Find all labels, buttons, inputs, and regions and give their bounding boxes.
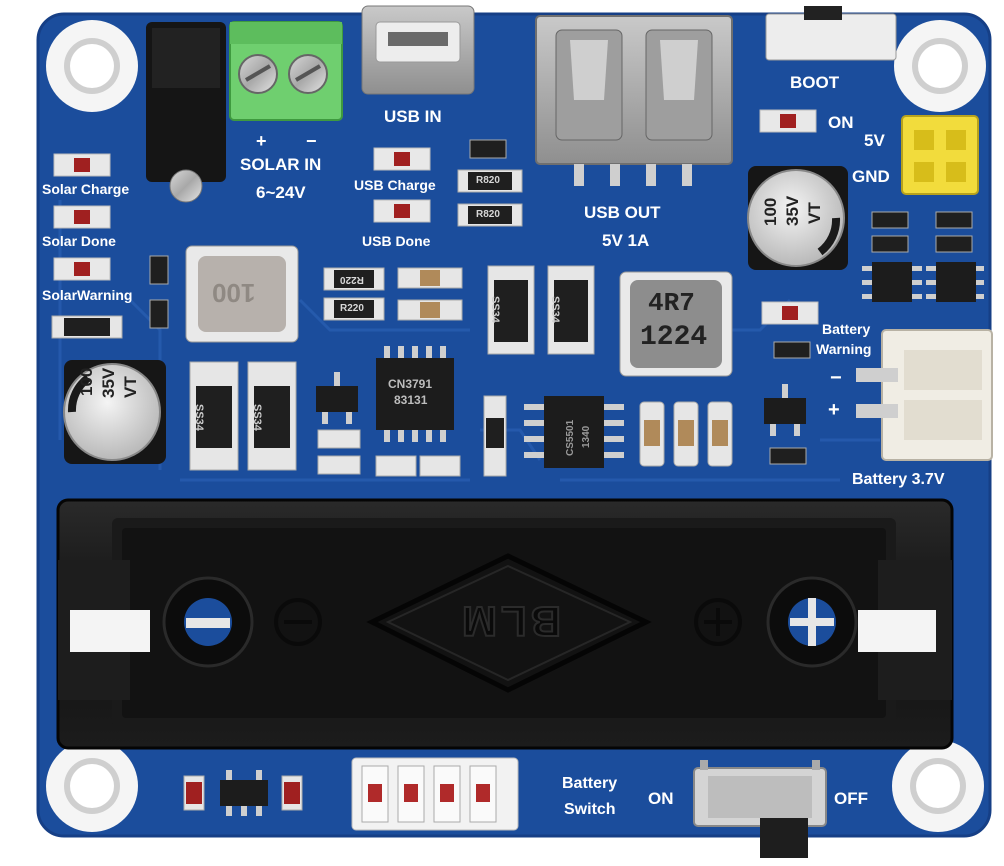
transistor-sot23-mid [316,372,358,424]
ic-cn3791 [376,346,454,442]
ic-sot23-6-b [926,262,984,302]
label-boot: BOOT [790,73,840,92]
led-battery-warning [761,301,819,325]
smd-capacitor-trio [639,401,733,467]
solar-terminal-block [229,21,343,121]
inductor-left-marking: 100 [212,278,256,308]
cap-left-marking-1: 100 [77,367,96,396]
inductor-right-marking-1: 4R7 [648,288,695,318]
label-usb-out: USB OUT [584,203,661,222]
ic-boost-marking-2: 1340 [581,425,592,448]
resistor-r220-marking-b: R220 [340,303,364,314]
label-5v: 5V [864,131,885,150]
led-on [759,109,817,133]
diode-ss34-4 [247,361,297,471]
resistor-small-right-group [769,211,973,465]
dc-barrel-jack [146,22,226,203]
label-solar-voltage: 6~24V [256,183,306,202]
battery-holder-18650 [56,498,954,750]
label-solar-done: Solar Done [42,233,116,249]
electrolytic-capacitor-left [63,360,166,464]
label-battery-warning-2: Warning [816,341,872,357]
resistor-r820-b [457,203,523,227]
smd-capacitor-pair [397,267,463,321]
label-switch-on: ON [648,789,674,808]
mounting-hole-bottom-right [892,740,984,832]
ic-sot23-6-a [862,262,922,302]
diode-ss34-marking-2: SS34 [549,296,561,323]
diode-ss34-3 [189,361,239,471]
cap-left-marking-3: VT [121,376,140,398]
resistor-r820-a [457,169,523,193]
micro-usb-input [361,5,475,95]
diode-ss34-1 [487,265,535,355]
label-battery-switch-2: Switch [564,801,616,818]
label-gnd: GND [852,167,890,186]
battery-level-leds [351,757,519,831]
battery-connector [856,329,993,461]
label-switch-off: OFF [834,789,868,808]
mounting-hole-bottom-left [46,740,138,832]
led-solar-done [53,205,111,229]
label-usb-out-rating: 5V 1A [602,231,650,250]
label-battery-minus: − [830,367,842,389]
transistor-sot23-right [764,384,806,436]
diode-ss34-marking-1: SS34 [489,296,501,323]
cap-right-marking-1: 100 [761,197,780,226]
label-solar-warning: SolarWarning [42,287,133,303]
label-solar-in: SOLAR IN [240,155,322,174]
boot-switch[interactable] [765,6,897,61]
diode-ss34-marking-3: SS34 [193,404,205,431]
ic-cn3791-marking-2: 83131 [394,393,428,407]
resistor-r220-b [323,297,385,321]
led-solar-warning [53,257,111,281]
label-usb-in: USB IN [384,107,442,126]
resistor-r820-marking-a: R820 [476,175,500,186]
resistor-r220-a [323,267,385,291]
cap-right-marking-2: 35V [783,195,802,226]
label-battery-switch-1: Battery [562,775,618,792]
mounting-hole-top-right [894,20,986,112]
resistor-small-left-group [51,255,461,477]
label-battery-voltage: Battery 3.7V [852,471,945,488]
battery-switch[interactable] [693,760,827,858]
ic-boost-marking-1: CS5501 [565,419,576,456]
led-solar-charge [53,153,111,177]
label-solar-minus: − [306,131,317,151]
resistor-small-top [469,139,507,159]
diode-ss34-marking-4: SS34 [251,404,263,431]
label-usb-done: USB Done [362,233,431,249]
smd-capacitor-vertical [483,395,507,477]
inductor-right-marking-2: 1224 [640,322,708,353]
usb-a-output [535,15,733,186]
label-solar-plus: + [256,131,267,151]
resistor-r220-marking-a: R220 [340,274,364,285]
label-usb-charge: USB Charge [354,177,436,193]
inductor-left [185,245,299,343]
label-on-indicator: ON [828,113,854,132]
electrolytic-capacitor-right [747,166,848,270]
ic-boost [524,396,624,468]
mounting-hole-top-left [46,20,138,112]
diode-ss34-2 [547,265,595,355]
label-solar-charge: Solar Charge [42,181,130,197]
inductor-right [619,271,733,377]
label-battery-warning-1: Battery [822,321,871,337]
led-usb-done [373,199,431,223]
bottom-resistors-leds [183,770,303,816]
label-battery-plus: + [828,399,840,421]
cap-left-marking-2: 35V [99,367,118,398]
ic-cn3791-marking-1: CN3791 [388,377,433,391]
resistor-r820-marking-b: R820 [476,209,500,220]
cap-right-marking-3: VT [805,202,824,224]
led-usb-charge [373,147,431,171]
power-header-5v-gnd [901,115,979,195]
battery-holder-brand: BLM [457,597,562,646]
